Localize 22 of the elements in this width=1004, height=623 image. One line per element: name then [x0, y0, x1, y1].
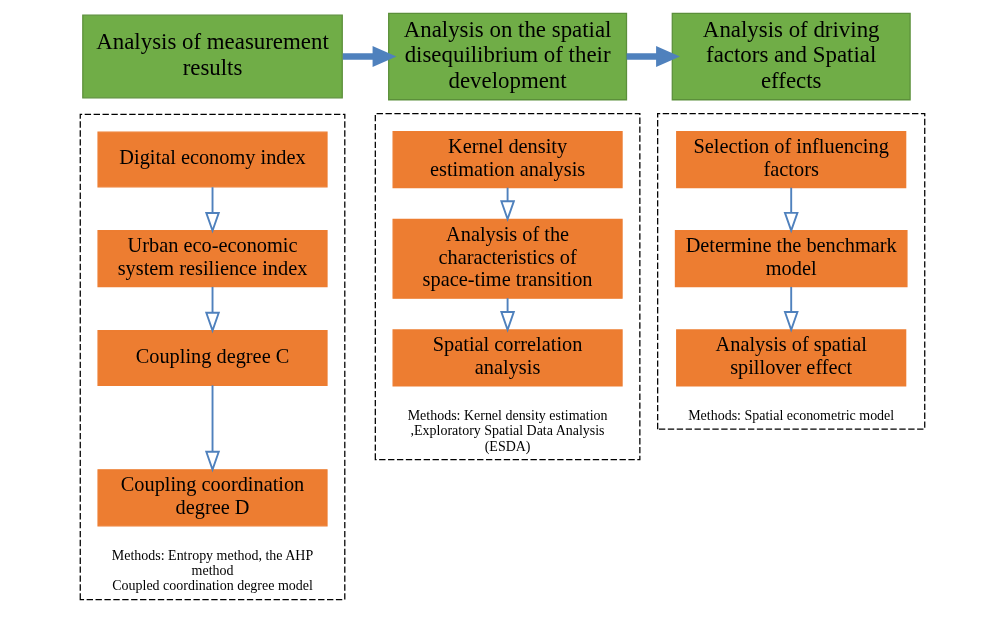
node-box: Analysis of driving factors and Spatial effects — [671, 12, 911, 101]
node-box: Selection of influencing factors — [675, 130, 906, 189]
node-box: Analysis of the characteristics of space-time transition — [392, 218, 623, 299]
node-box: Spatial correlation analysis — [392, 329, 623, 387]
arrow — [204, 186, 220, 234]
node-box: Kernel density estimation analysis — [392, 130, 623, 189]
arrow — [499, 186, 515, 222]
arrow — [783, 186, 799, 234]
node-box: Coupling coordination degree D — [96, 469, 328, 527]
arrow — [783, 285, 799, 333]
arrow — [342, 46, 396, 67]
node-box: Digital economy index — [96, 131, 328, 188]
node-box: Urban eco-economic system resilience index — [96, 230, 328, 288]
node-box: Determine the benchmark model — [674, 230, 908, 288]
arrow — [204, 384, 220, 473]
arrow — [626, 46, 680, 67]
arrow — [204, 285, 220, 334]
node-box: Analysis on the spatial disequilibrium of their development — [387, 12, 627, 101]
arrow — [499, 297, 515, 333]
node-box: Analysis of spatial spillover effect — [675, 329, 906, 387]
node-box: Coupling degree C — [96, 329, 328, 386]
node-box: Analysis of measurement results — [81, 14, 343, 99]
